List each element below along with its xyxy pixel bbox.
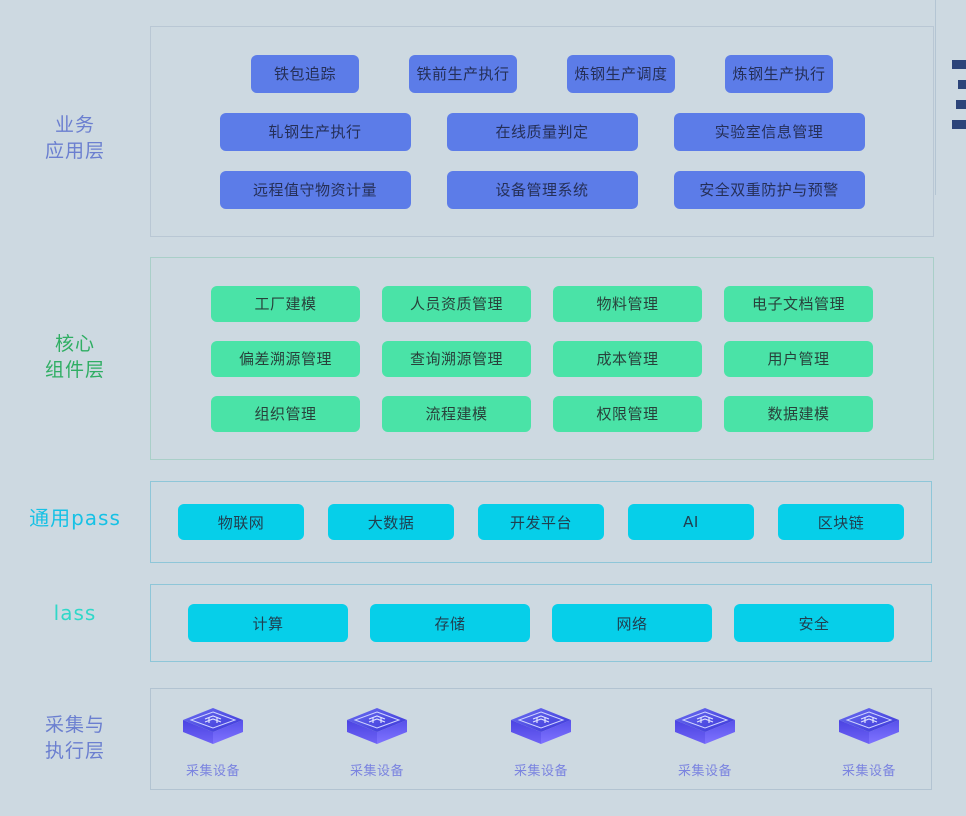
layer-label-collection-execution: 采集与 执行层 (44, 714, 105, 762)
layer-panel-collection-execution: 采集设备 采集设备 (150, 688, 932, 790)
legend-swatch[interactable] (956, 100, 966, 109)
pass-chip-wulianwang[interactable]: 物联网 (178, 504, 304, 540)
iaas-chip-wangluo[interactable]: 网络 (552, 604, 712, 642)
layer-panel-general-pass: 物联网 大数据 开发平台 AI 区块链 (150, 481, 932, 563)
core-chip-dianzi-wendang-guanli[interactable]: 电子文档管理 (724, 285, 873, 322)
layer-label-core-component: 核心 组件层 (44, 333, 105, 381)
layer-label-general-pass: 通用pass (29, 506, 121, 530)
chip-cube-icon (831, 700, 907, 756)
core-chip-gongchang-jianmo[interactable]: 工厂建模 (211, 285, 360, 322)
device-caption: 采集设备 (349, 763, 404, 779)
app-chip-zhagang-shengchan-zhixing[interactable]: 轧钢生产执行 (219, 112, 411, 151)
device-caption: 采集设备 (677, 763, 732, 779)
chip-row: 工厂建模 人员资质管理 物料管理 电子文档管理 (151, 285, 933, 322)
app-chip-shebei-guanli-xitong[interactable]: 设备管理系统 (446, 170, 638, 209)
iaas-chip-cunchu[interactable]: 存储 (370, 604, 530, 642)
pass-chip-ai[interactable]: AI (628, 504, 754, 540)
core-chip-piancha-suyuan-guanli[interactable]: 偏差溯源管理 (211, 340, 360, 377)
app-chip-yuancheng-zhishou-wuzi-jiliang[interactable]: 远程值守物资计量 (219, 170, 411, 209)
chip-cube-icon (503, 700, 579, 756)
legend-swatch[interactable] (958, 80, 966, 89)
chip-row: 偏差溯源管理 查询溯源管理 成本管理 用户管理 (151, 340, 933, 377)
app-chip-zaixian-zhiliang-panding[interactable]: 在线质量判定 (446, 112, 638, 151)
device-item[interactable]: 采集设备 (155, 700, 271, 779)
app-chip-tieqian-shengchan-zhixing[interactable]: 铁前生产执行 (409, 54, 517, 93)
chip-row: 物联网 大数据 开发平台 AI 区块链 (151, 504, 931, 540)
device-caption: 采集设备 (185, 763, 240, 779)
core-chip-chaxun-suyuan-guanli[interactable]: 查询溯源管理 (382, 340, 531, 377)
core-chip-yonghu-guanli[interactable]: 用户管理 (724, 340, 873, 377)
legend-strip (952, 60, 966, 129)
core-chip-zuzhi-guanli[interactable]: 组织管理 (211, 395, 360, 432)
app-chip-shiyanshi-xinxi-guanli[interactable]: 实验室信息管理 (673, 112, 865, 151)
chip-row: 轧钢生产执行 在线质量判定 实验室信息管理 (151, 112, 933, 151)
chip-cube-icon (339, 700, 415, 756)
layer-panel-core-component: 工厂建模 人员资质管理 物料管理 电子文档管理 偏差溯源管理 查询溯源管理 成本… (150, 257, 934, 460)
core-chip-renyuan-zizhi-guanli[interactable]: 人员资质管理 (382, 285, 531, 322)
app-chip-tiebao-zhuizong[interactable]: 铁包追踪 (251, 54, 359, 93)
layer-panel-iaas: 计算 存储 网络 安全 (150, 584, 932, 662)
app-chip-liangang-shengchan-zhixing[interactable]: 炼钢生产执行 (725, 54, 833, 93)
pass-chip-qukuailian[interactable]: 区块链 (778, 504, 904, 540)
layer-label-iaas: lass (53, 601, 97, 625)
chip-row: 远程值守物资计量 设备管理系统 安全双重防护与预警 (151, 170, 933, 209)
layer-label-business-application: 业务 应用层 (44, 114, 105, 162)
pass-chip-dashuju[interactable]: 大数据 (328, 504, 454, 540)
core-chip-quanxian-guanli[interactable]: 权限管理 (553, 395, 702, 432)
chip-cube-icon (667, 700, 743, 756)
core-chip-wuliao-guanli[interactable]: 物料管理 (553, 285, 702, 322)
iaas-chip-jisuan[interactable]: 计算 (188, 604, 348, 642)
core-chip-shuju-jianmo[interactable]: 数据建模 (724, 395, 873, 432)
app-chip-liangang-shengchan-diaodu[interactable]: 炼钢生产调度 (567, 54, 675, 93)
core-chip-chengben-guanli[interactable]: 成本管理 (553, 340, 702, 377)
layer-panel-business-application: 铁包追踪 铁前生产执行 炼钢生产调度 炼钢生产执行 轧钢生产执行 在线质量判定 … (150, 26, 934, 237)
device-item[interactable]: 采集设备 (647, 700, 763, 779)
device-caption: 采集设备 (841, 763, 896, 779)
device-row: 采集设备 采集设备 (151, 700, 931, 779)
chip-cube-icon (175, 700, 251, 756)
device-item[interactable]: 采集设备 (483, 700, 599, 779)
chip-row: 铁包追踪 铁前生产执行 炼钢生产调度 炼钢生产执行 (151, 54, 933, 93)
chip-row: 计算 存储 网络 安全 (151, 604, 931, 642)
vertical-guide-line (935, 0, 936, 195)
pass-chip-kaifa-pingtai[interactable]: 开发平台 (478, 504, 604, 540)
legend-swatch[interactable] (952, 120, 966, 129)
device-item[interactable]: 采集设备 (319, 700, 435, 779)
legend-swatch[interactable] (952, 60, 966, 69)
iaas-chip-anquan[interactable]: 安全 (734, 604, 894, 642)
chip-row: 组织管理 流程建模 权限管理 数据建模 (151, 395, 933, 432)
device-caption: 采集设备 (513, 763, 568, 779)
app-chip-anquan-shuangchong-fanghu-yujing[interactable]: 安全双重防护与预警 (673, 170, 865, 209)
device-item[interactable]: 采集设备 (811, 700, 927, 779)
core-chip-liucheng-jianmo[interactable]: 流程建模 (382, 395, 531, 432)
